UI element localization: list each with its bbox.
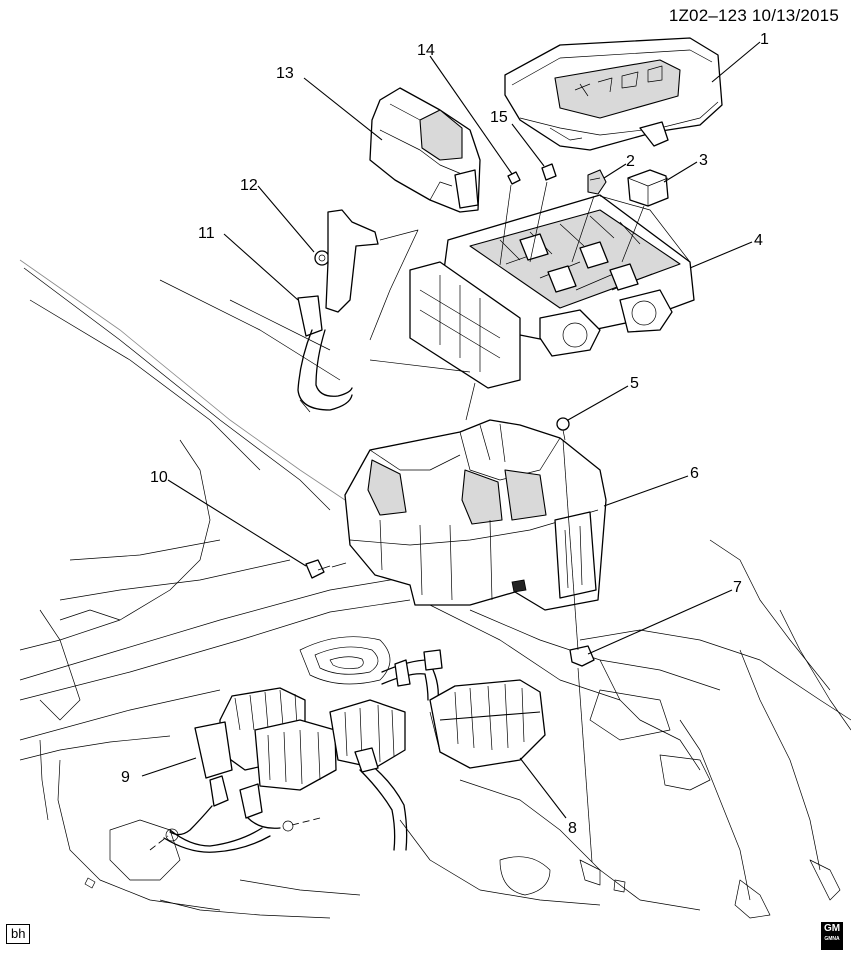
fuse-block xyxy=(409,194,695,389)
callout-13: 13 xyxy=(276,65,294,82)
callout-11: 11 xyxy=(198,225,215,242)
callout-10: 10 xyxy=(150,469,168,486)
callout-5: 5 xyxy=(630,375,639,392)
fuse-block-cover xyxy=(504,37,723,151)
assembly-lines xyxy=(331,181,645,863)
relay xyxy=(627,169,669,207)
callout-labels: 1 2 3 4 5 6 7 8 9 10 11 12 13 14 15 xyxy=(121,31,769,837)
wiring-harness-lead xyxy=(354,649,443,851)
callout-8: 8 xyxy=(568,820,577,837)
callout-6: 6 xyxy=(690,465,699,482)
callout-14: 14 xyxy=(417,42,435,59)
callout-1: 1 xyxy=(760,31,769,48)
wiring-harness-connectors xyxy=(149,687,406,853)
callout-7: 7 xyxy=(733,579,742,596)
fuse xyxy=(587,169,607,195)
connector-cover xyxy=(369,87,481,213)
callout-3: 3 xyxy=(699,152,708,169)
callout-leaders xyxy=(141,41,761,819)
nut xyxy=(314,250,330,266)
clip xyxy=(507,171,521,185)
fuse-puller xyxy=(541,163,557,181)
callout-4: 4 xyxy=(754,232,763,249)
gm-logo-text: GM xyxy=(823,923,841,934)
callout-15: 15 xyxy=(490,109,508,126)
clip xyxy=(569,645,595,667)
callout-12: 12 xyxy=(240,177,258,194)
battery-cable xyxy=(297,209,379,413)
bolt xyxy=(305,559,331,579)
gm-logo-subtext: GMNA xyxy=(824,936,840,942)
callout-9: 9 xyxy=(121,769,130,786)
diagram-reference-number: 1Z02–123 10/13/2015 xyxy=(668,6,839,25)
gm-logo-icon: GM GMNA xyxy=(821,922,843,950)
callout-2: 2 xyxy=(626,153,635,170)
vehicle-body-outline xyxy=(19,259,851,919)
fuse-block-tray xyxy=(344,419,607,611)
section-code-label: bh xyxy=(6,924,31,944)
bolt xyxy=(556,417,570,441)
wiring-harness-connector xyxy=(429,679,546,769)
